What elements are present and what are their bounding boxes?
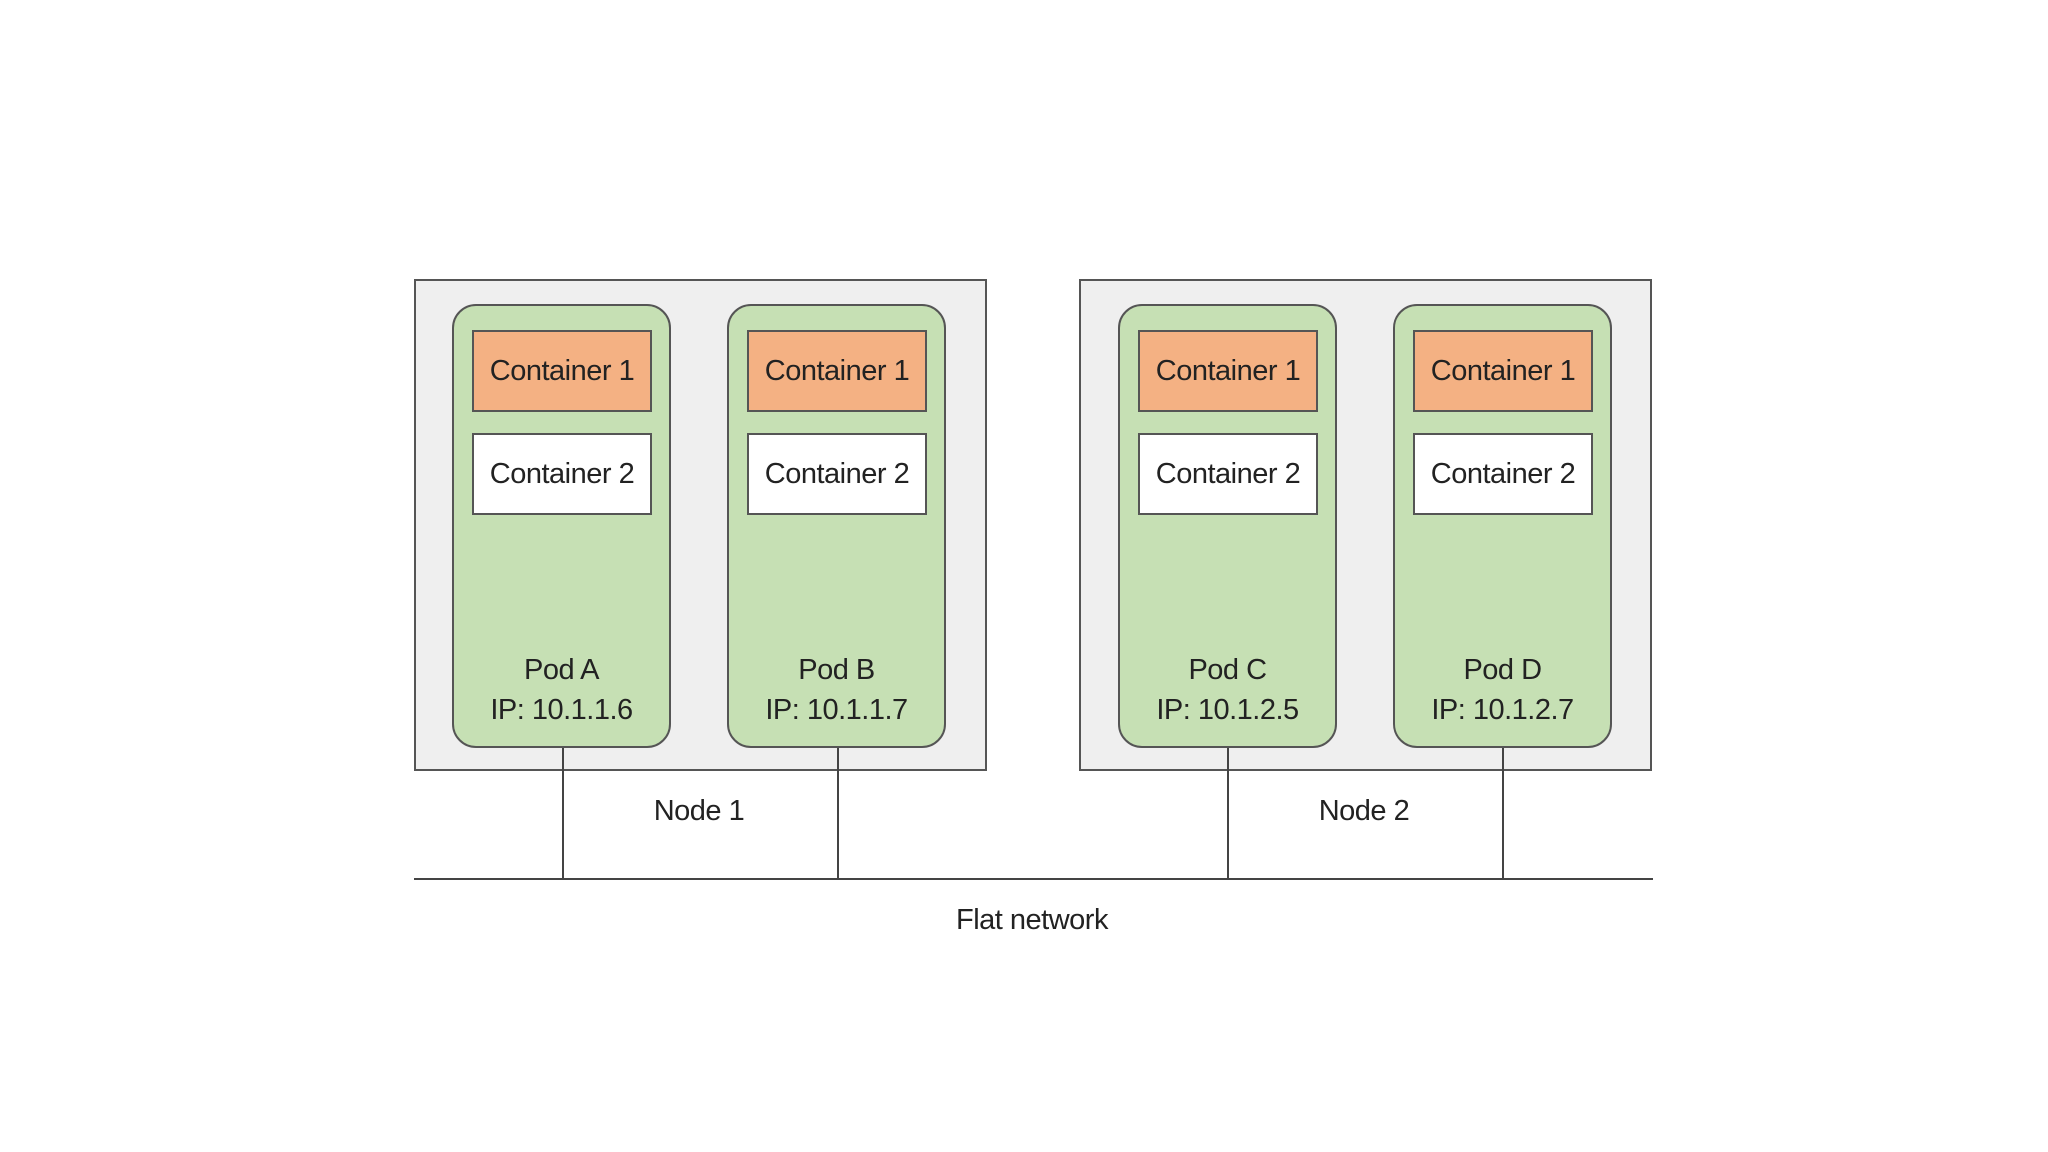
pod-c-container-2: Container 2 <box>1138 433 1318 515</box>
pod-d-container-2: Container 2 <box>1413 433 1593 515</box>
pod-d-name: Pod D <box>1463 654 1542 686</box>
pod-b: Container 1 Container 2 Pod B IP: 10.1.1… <box>727 304 946 748</box>
pod-b-container-1: Container 1 <box>747 330 927 412</box>
pod-c-container-1: Container 1 <box>1138 330 1318 412</box>
pod-a-container-1: Container 1 <box>472 330 652 412</box>
pod-d: Container 1 Container 2 Pod D IP: 10.1.2… <box>1393 304 1612 748</box>
node-2-label: Node 2 <box>1318 795 1410 827</box>
pod-a-ip: IP: 10.1.1.6 <box>490 694 633 726</box>
pod-b-name: Pod B <box>798 654 875 686</box>
pod-a-network-link <box>562 748 564 880</box>
pod-c-network-link <box>1227 748 1229 880</box>
pod-c-name: Pod C <box>1188 654 1267 686</box>
pod-a: Container 1 Container 2 Pod A IP: 10.1.1… <box>452 304 671 748</box>
pod-b-network-link <box>837 748 839 880</box>
pod-d-ip: IP: 10.1.2.7 <box>1431 694 1574 726</box>
flat-network-line <box>414 878 1653 880</box>
pod-a-container-2: Container 2 <box>472 433 652 515</box>
pod-b-container-2: Container 2 <box>747 433 927 515</box>
node-1-label: Node 1 <box>653 795 745 827</box>
pod-a-name: Pod A <box>524 654 599 686</box>
pod-b-ip: IP: 10.1.1.7 <box>765 694 908 726</box>
pod-d-network-link <box>1502 748 1504 880</box>
pod-c-ip: IP: 10.1.2.5 <box>1156 694 1299 726</box>
pod-c: Container 1 Container 2 Pod C IP: 10.1.2… <box>1118 304 1337 748</box>
pod-d-container-1: Container 1 <box>1413 330 1593 412</box>
flat-network-label: Flat network <box>956 904 1108 936</box>
